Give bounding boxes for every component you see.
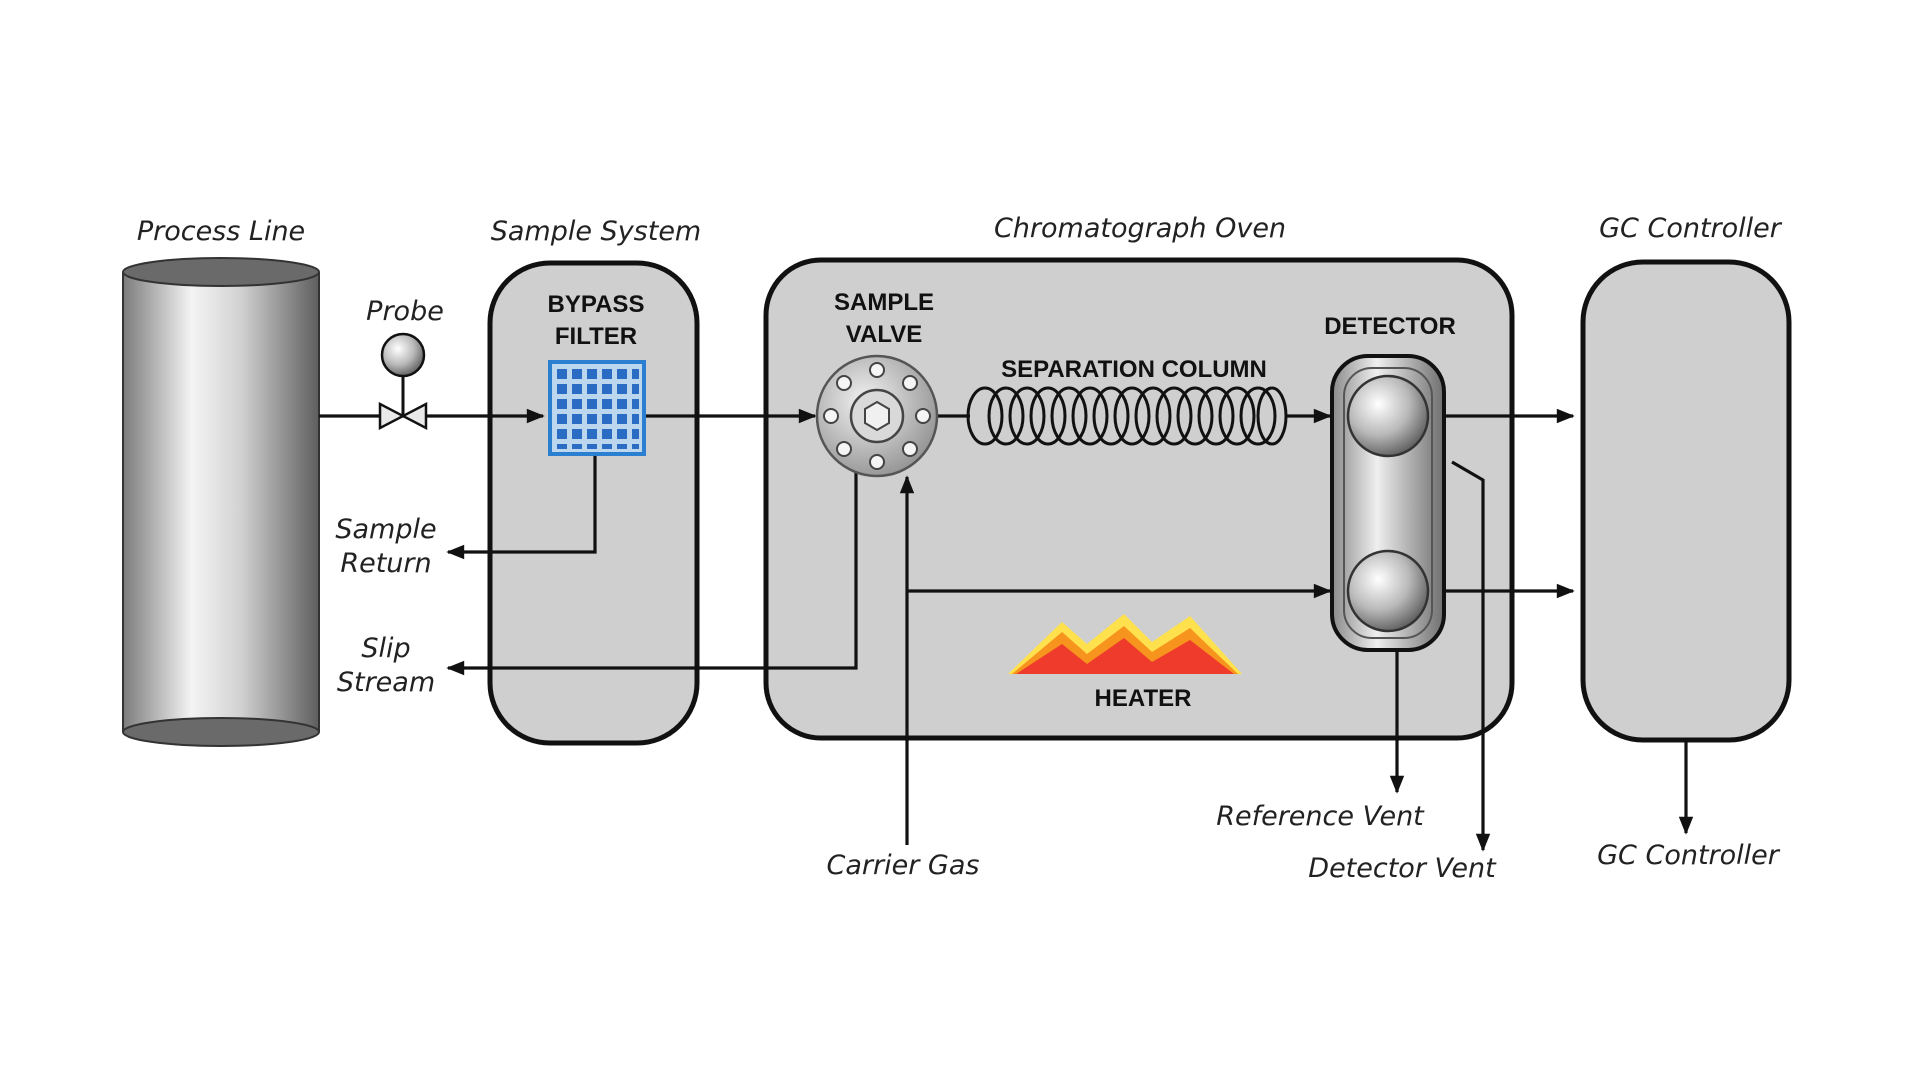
sample-return-label-line2: Return — [340, 548, 431, 579]
detector-label: DETECTOR — [1324, 313, 1456, 340]
carrier-gas-label: Carrier Gas — [827, 850, 980, 881]
sample-return-label-line1: Sample — [335, 514, 436, 545]
sample-valve-label-line2: VALVE — [846, 321, 922, 348]
chromatograph-oven-label: Chromatograph Oven — [994, 213, 1286, 244]
chromatograph-oven-box — [763, 257, 1515, 741]
reference-vent-label: Reference Vent — [1216, 801, 1425, 832]
gc-controller-box — [1580, 259, 1792, 743]
flow-lines — [319, 408, 1694, 852]
sample-valve — [815, 354, 939, 478]
slip-stream-label-line1: Slip — [361, 633, 410, 664]
heater-flames — [1008, 614, 1242, 674]
bypass-filter-label-line2: FILTER — [555, 323, 637, 350]
bypass-filter — [548, 360, 646, 456]
slip-stream-label-line2: Stream — [337, 667, 435, 698]
separation-column-coil — [966, 386, 1288, 446]
detector-vent-label: Detector Vent — [1308, 853, 1497, 884]
bypass-filter-label-line1: BYPASS — [548, 291, 645, 318]
probe-label: Probe — [366, 296, 444, 327]
process-line-pipe — [122, 257, 320, 747]
sample-valve-label-line1: SAMPLE — [834, 289, 934, 316]
separation-column-label: SEPARATION COLUMN — [1001, 356, 1267, 383]
sample-system-label: Sample System — [491, 216, 702, 247]
gc-controller-output-label: GC Controller — [1597, 840, 1781, 871]
gc-controller-title: GC Controller — [1599, 213, 1783, 244]
probe — [378, 332, 428, 431]
process-line-label: Process Line — [137, 216, 305, 247]
detector — [1330, 354, 1446, 652]
heater-label: HEATER — [1095, 685, 1192, 712]
